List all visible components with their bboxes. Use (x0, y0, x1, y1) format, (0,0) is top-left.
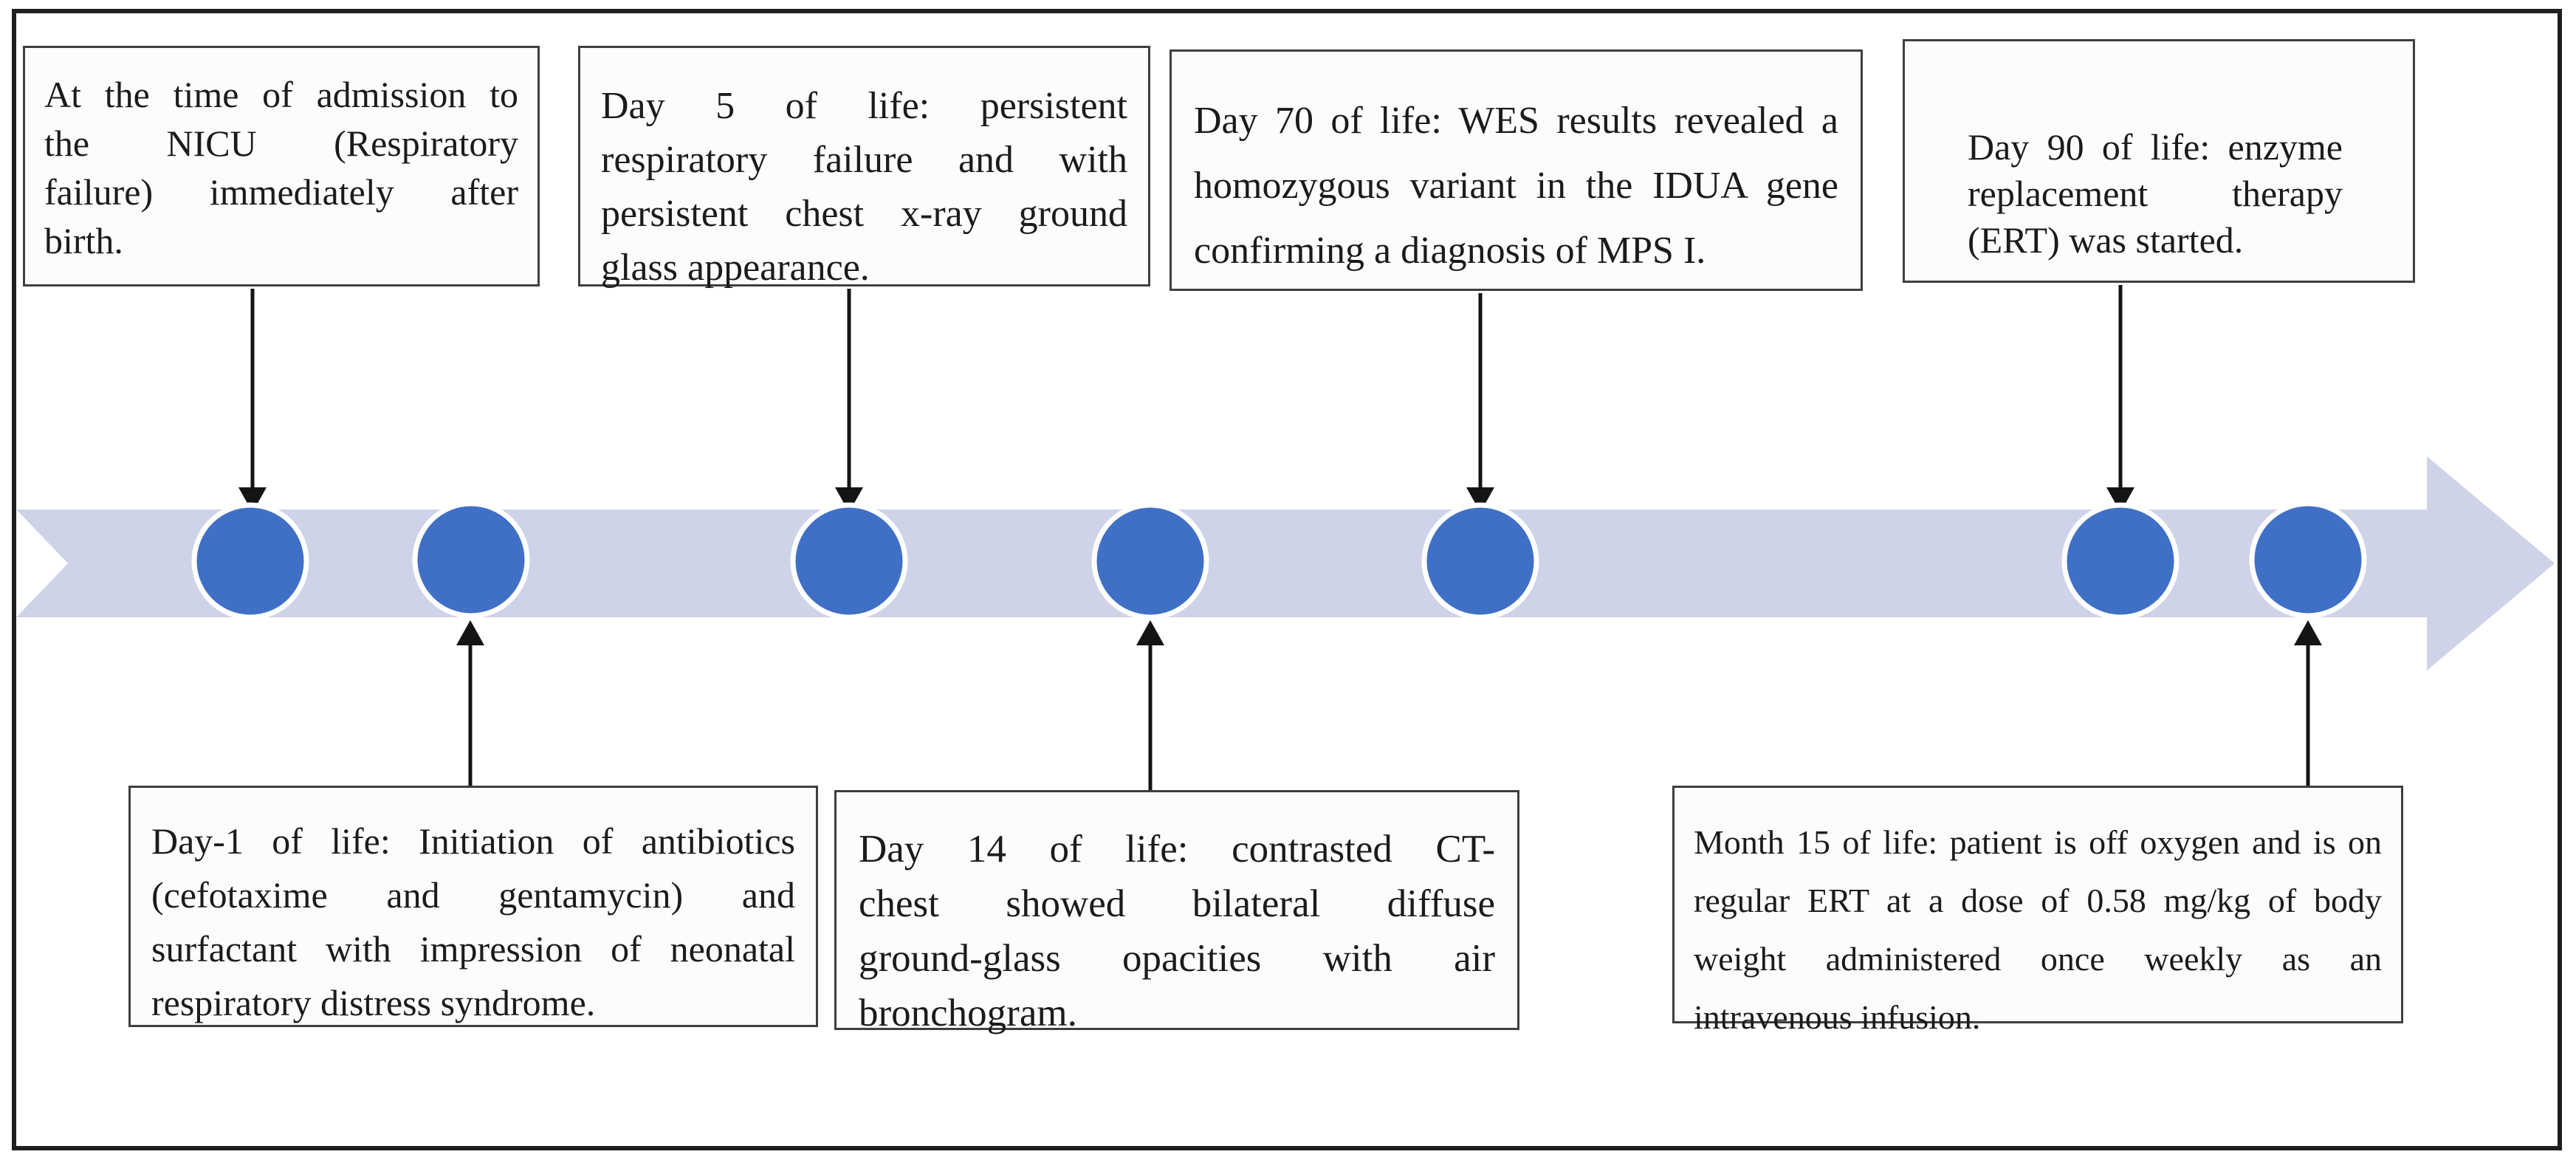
connector-arrow-up-3 (2294, 620, 2322, 786)
timeline-band-arrow (16, 456, 2555, 670)
timeline-dot-2 (412, 501, 530, 619)
timeline-dot-7 (2249, 501, 2367, 619)
event-box-day-14: Day 14 of life: contrasted CT-chest show… (834, 790, 1519, 1034)
timeline-dot-1 (191, 502, 309, 620)
connector-arrow-up-2 (1136, 620, 1164, 790)
timeline-dot-5 (1421, 502, 1539, 620)
timeline-dot-3 (790, 502, 908, 620)
timeline-dot-6 (2061, 502, 2180, 620)
connector-arrow-down-2 (835, 289, 863, 512)
connector-arrow-down-1 (238, 289, 267, 512)
connector-arrow-down-4 (2106, 285, 2134, 512)
connector-arrow-down-3 (1466, 293, 1494, 512)
event-text: Day-1 of life: Initiation of antibiotics… (151, 820, 795, 1023)
event-box-month-15: Month 15 of life: patient is off oxygen … (1672, 786, 2403, 1036)
timeline-dot-4 (1091, 502, 1209, 620)
event-text: Day 14 of life: contrasted CT-chest show… (859, 828, 1495, 1034)
connector-arrow-up-1 (456, 620, 484, 786)
event-text: Month 15 of life: patient is off oxygen … (1694, 823, 2382, 1036)
event-box-day-1: Day-1 of life: Initiation of antibiotics… (128, 786, 818, 1027)
